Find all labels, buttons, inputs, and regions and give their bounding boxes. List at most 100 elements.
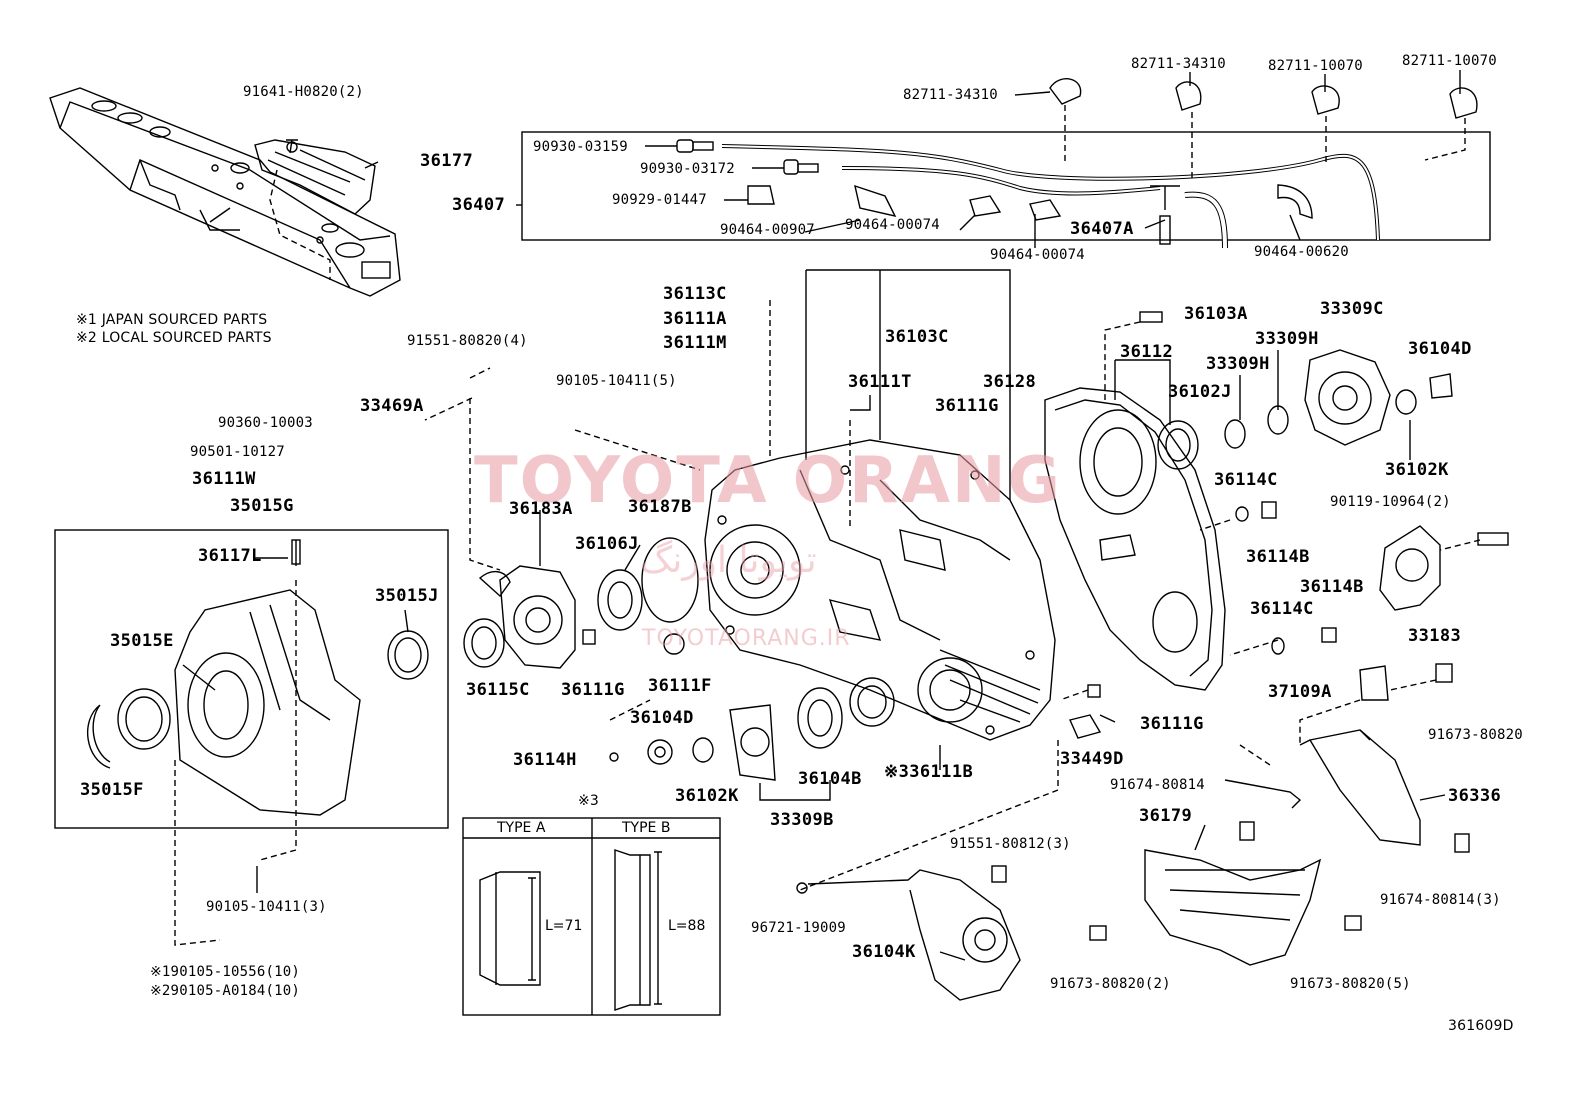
part-label: 91674-80814(3) <box>1380 892 1501 908</box>
part-label: 36104D <box>1408 339 1472 359</box>
solid-leaders <box>182 70 1461 961</box>
part-label: 36117L <box>198 546 262 566</box>
part-label: 90929-01447 <box>612 192 707 208</box>
part-label: 91674-80814 <box>1110 777 1205 793</box>
type-a-length: L=71 <box>545 918 583 934</box>
part-label: 36111M <box>663 333 727 353</box>
part-label: 36187B <box>628 497 692 517</box>
hose-drawings <box>676 139 1380 249</box>
part-label: 36183A <box>509 499 573 519</box>
type-a-header: TYPE A <box>497 820 546 836</box>
part-label: 90464-00907 <box>720 222 815 238</box>
part-label: 35015F <box>80 780 144 800</box>
part-label: ※336111B <box>884 762 974 782</box>
part-label: 36103A <box>1184 304 1248 324</box>
part-label: 36102K <box>1385 460 1449 480</box>
part-label: 36111G <box>935 396 999 416</box>
sourcing-note-1: ※1 JAPAN SOURCED PARTS <box>76 312 268 328</box>
part-label: 91551-80812(3) <box>950 836 1071 852</box>
output-flange-drawing <box>1139 311 1509 701</box>
part-label: 82711-34310 <box>903 87 998 103</box>
part-label: 36111G <box>561 680 625 700</box>
part-label: 90464-00620 <box>1254 244 1349 260</box>
part-label: 91673-80820(5) <box>1290 976 1411 992</box>
part-label: 90464-00074 <box>990 247 1085 263</box>
bearing-parts-drawing <box>609 677 1102 781</box>
part-label: 36336 <box>1448 786 1502 806</box>
type-b-length: L=88 <box>668 918 706 934</box>
part-label: 33309C <box>1320 299 1384 319</box>
part-label: 36102K <box>675 786 739 806</box>
part-label: 36102J <box>1168 382 1232 402</box>
watermark-persian: تویوتا اورنگ <box>640 540 817 581</box>
part-label: 37109A <box>1268 682 1332 702</box>
part-label: 36111T <box>848 372 912 392</box>
part-label: 36114H <box>513 750 577 770</box>
hose-kit-box <box>521 131 1491 241</box>
part-label: 36128 <box>983 372 1037 392</box>
part-label: 91551-80820(4) <box>407 333 528 349</box>
part-label: 36106J <box>575 534 639 554</box>
part-label: 33309H <box>1206 354 1270 374</box>
part-label: 90464-00074 <box>845 217 940 233</box>
type-table-drawing <box>462 817 721 1016</box>
note-mark: ※3 <box>578 793 600 809</box>
skid-plate-drawing <box>991 729 1470 966</box>
part-label: 36111A <box>663 309 727 329</box>
part-label: 36179 <box>1139 806 1193 826</box>
part-label: 90930-03172 <box>640 161 735 177</box>
sourcing-note-2: ※2 LOCAL SOURCED PARTS <box>76 330 272 346</box>
part-label: 82711-10070 <box>1268 58 1363 74</box>
part-label: 36104K <box>852 942 916 962</box>
part-label: 36113C <box>663 284 727 304</box>
part-label: 36111F <box>648 676 712 696</box>
part-label: 33469A <box>360 396 424 416</box>
part-label: 36104D <box>630 708 694 728</box>
part-label: 90501-10127 <box>190 444 285 460</box>
type-b-header: TYPE B <box>622 820 671 836</box>
part-label: ※290105-A0184(10) <box>150 983 300 999</box>
extension-housing-box <box>54 529 449 829</box>
clamp-drawings <box>1049 78 1478 180</box>
part-label: 36114C <box>1214 470 1278 490</box>
transfer-case-housing-drawing <box>704 439 1056 741</box>
part-label: 96721-19009 <box>751 920 846 936</box>
part-label: 91673-80820 <box>1428 727 1523 743</box>
dipstick-drawing <box>796 869 1021 1001</box>
part-label: 36177 <box>420 151 474 171</box>
part-label: 36111W <box>192 469 256 489</box>
part-label: 33309B <box>770 810 834 830</box>
part-label: 36103C <box>885 327 949 347</box>
part-label: 36407 <box>452 195 506 215</box>
part-label: 33449D <box>1060 749 1124 769</box>
part-label: 90105-10411(5) <box>556 373 677 389</box>
diagram-reference-code: 361609D <box>1448 1018 1514 1034</box>
part-label: 36114B <box>1246 547 1310 567</box>
part-label: 90930-03159 <box>533 139 628 155</box>
oil-pump-drawing <box>463 537 699 669</box>
bracket-36177-drawing <box>254 139 376 215</box>
watermark-site: TOYOTAORANG.IR <box>642 626 851 651</box>
part-label: 91673-80820(2) <box>1050 976 1171 992</box>
part-label: 90105-10411(3) <box>206 899 327 915</box>
part-label: 36104B <box>798 769 862 789</box>
leader-dashed <box>269 169 331 280</box>
part-label: 33183 <box>1408 626 1462 646</box>
dashed-leaders <box>174 300 1481 946</box>
part-label: 36115C <box>466 680 530 700</box>
part-label: 35015J <box>375 586 439 606</box>
part-label: 36111G <box>1140 714 1204 734</box>
part-label: 36112 <box>1120 342 1174 362</box>
part-label: 36114B <box>1300 577 1364 597</box>
extension-housing-drawing <box>86 539 429 816</box>
watermark-brand: TOYOTA ORANG <box>474 444 1063 518</box>
part-label: 35015G <box>230 496 294 516</box>
part-label: 90119-10964(2) <box>1330 494 1451 510</box>
part-label: 91641-H0820(2) <box>243 84 364 100</box>
part-label: 33309H <box>1255 329 1319 349</box>
part-label: ※190105-10556(10) <box>150 964 300 980</box>
part-label: 82711-10070 <box>1402 53 1497 69</box>
frame-crossmember-drawing <box>49 87 401 297</box>
